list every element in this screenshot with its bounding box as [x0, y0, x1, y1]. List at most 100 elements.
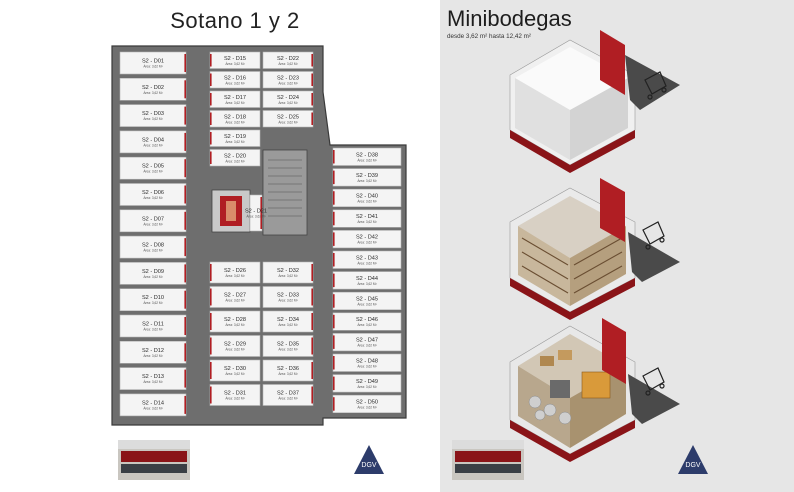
storage-unit-area: Área: 3,62 M²	[143, 249, 162, 253]
storage-unit-door	[210, 151, 212, 164]
storage-unit-door	[210, 264, 212, 281]
storage-unit-door	[184, 369, 186, 388]
storage-unit-label: S2 - D04	[142, 137, 164, 143]
storage-unit-door	[311, 54, 313, 67]
storage-unit-label: S2 - D14	[142, 400, 164, 406]
storage-unit-area: Área: 3,62 M²	[225, 101, 244, 105]
storage-unit-door	[333, 294, 335, 308]
storage-unit-label: S2 - D44	[356, 276, 378, 282]
storage-unit-door	[210, 73, 212, 86]
storage-unit-area: Área: 3,62 M²	[225, 397, 244, 401]
storage-unit-label: S2 - D07	[142, 216, 164, 222]
storage-unit-area: Área: 3,62 M²	[357, 241, 376, 245]
storage-unit-label: S2 - D11	[142, 322, 164, 328]
storage-unit-label: S2 - D03	[142, 111, 164, 117]
storage-unit-door	[184, 132, 186, 151]
svg-text:DGV: DGV	[685, 462, 701, 469]
storage-unit-door	[333, 211, 335, 226]
storage-unit-door	[333, 314, 335, 329]
storage-unit-area: Área: 3,62 M²	[143, 406, 162, 410]
storage-unit-label: S2 - D40	[356, 193, 378, 199]
storage-unit-area: Área: 3,62 M²	[278, 348, 297, 352]
storage-unit-area: Área: 3,62 M²	[143, 222, 162, 226]
storage-unit-label: S2 - D41	[356, 214, 378, 220]
storage-unit-area: Área: 3,62 M²	[225, 81, 244, 85]
storage-unit-door	[311, 313, 313, 330]
storage-unit-area: Área: 3,62 M²	[357, 405, 376, 409]
storage-unit-label: S2 - D48	[356, 358, 378, 364]
storage-unit-label: S2 - D01	[142, 59, 164, 65]
storage-unit-area: Área: 3,62 M²	[143, 143, 162, 147]
storage-unit-area: Área: 3,62 M²	[246, 215, 265, 219]
storage-unit-area: Área: 3,62 M²	[357, 302, 376, 306]
storage-unit-door	[333, 273, 335, 288]
storage-unit-area: Área: 3,62 M²	[143, 275, 162, 279]
storage-unit-label: S2 - D23	[277, 75, 299, 81]
render-shelved-unit	[509, 178, 680, 320]
storage-unit-area: Área: 3,62 M²	[225, 120, 244, 124]
storage-unit-label: S2 - D36	[277, 366, 299, 372]
storage-unit-area: Área: 3,62 M²	[357, 323, 376, 327]
storage-unit-label: S2 - D34	[277, 317, 299, 323]
storage-unit-door	[210, 386, 212, 404]
minibodegas-subtitle: desde 3,62 m² hasta 12,42 m²	[447, 33, 532, 40]
storage-unit-label: S2 - D02	[142, 85, 164, 91]
cart-icon	[642, 221, 665, 250]
storage-unit-area: Área: 3,62 M²	[357, 220, 376, 224]
storage-unit-label: S2 - D50	[356, 399, 378, 405]
storage-unit-label: S2 - D09	[142, 269, 164, 275]
storage-unit-label: S2 - D49	[356, 379, 378, 385]
storage-unit-label: S2 - D32	[277, 268, 299, 274]
storage-unit-label: S2 - D20	[224, 153, 246, 159]
storage-unit-door	[184, 238, 186, 257]
storage-unit-area: Área: 3,62 M²	[278, 62, 297, 66]
dgv-logo: DGV	[354, 445, 384, 474]
storage-unit-area: Área: 3,62 M²	[225, 62, 244, 66]
storage-unit-label: S2 - D38	[356, 152, 378, 158]
storage-unit-area: Área: 3,62 M²	[143, 65, 162, 69]
storage-unit-door	[333, 397, 335, 411]
cart-icon	[644, 71, 667, 100]
storage-unit-door	[311, 73, 313, 86]
storage-unit-door	[333, 335, 335, 349]
storage-unit-label: S2 - D25	[277, 114, 299, 120]
render-empty-unit	[509, 30, 680, 173]
storage-unit-area: Área: 3,62 M²	[225, 274, 244, 278]
storage-unit-area: Área: 3,62 M²	[278, 81, 297, 85]
storage-unit-door	[210, 288, 212, 306]
storage-unit-door	[184, 343, 186, 362]
storage-unit-area: Área: 3,62 M²	[225, 348, 244, 352]
storage-unit-area: Área: 3,62 M²	[143, 170, 162, 174]
storage-unit-label: S2 - D13	[142, 374, 164, 380]
storage-unit-door	[311, 93, 313, 106]
storage-unit-area: Área: 3,62 M²	[278, 299, 297, 303]
storage-unit-door	[184, 395, 186, 414]
storage-unit-area: Área: 3,62 M²	[225, 140, 244, 144]
